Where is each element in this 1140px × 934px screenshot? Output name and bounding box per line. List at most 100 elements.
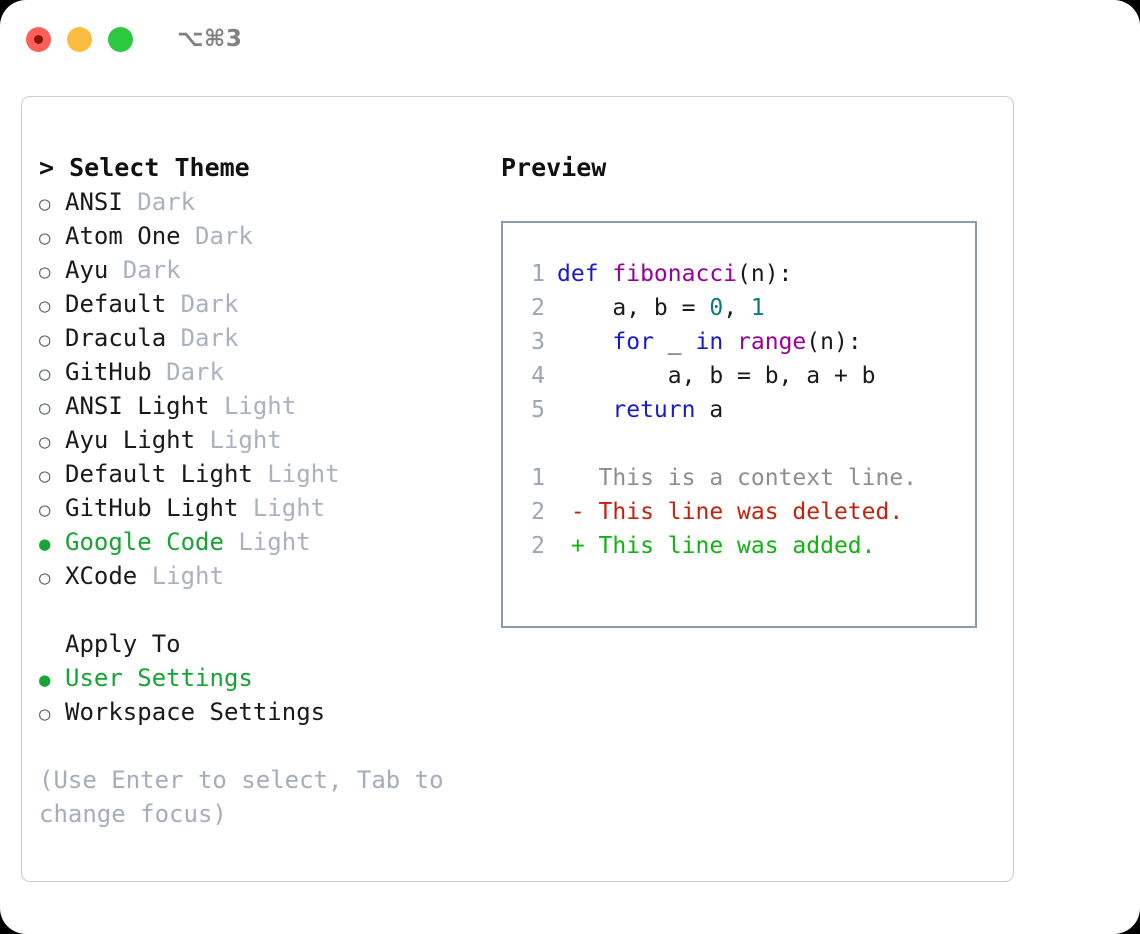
code-line: 1 def fibonacci(n):	[515, 257, 975, 291]
code-token: _	[653, 329, 696, 355]
select-theme-header: > Select Theme	[39, 153, 250, 182]
theme-variant-tag: Dark	[108, 256, 181, 284]
theme-variant-tag: Light	[252, 460, 340, 488]
line-number: 2	[531, 499, 545, 525]
radio-selected-icon: ●	[39, 669, 51, 691]
code-line: 2 a, b = 0, 1	[515, 291, 975, 325]
theme-list-item[interactable]: ● Google Code Light	[39, 525, 479, 559]
diff-text: - This line was deleted.	[557, 499, 904, 525]
theme-name-label: Google Code	[65, 528, 224, 556]
theme-variant-tag: Light	[195, 426, 282, 454]
diff-text: This is a context line.	[557, 465, 918, 491]
theme-variant-tag: Light	[137, 562, 224, 590]
code-token: fibonacci	[612, 261, 738, 287]
code-diff-separator	[515, 427, 975, 461]
diff-line-del: 2 - This line was deleted.	[515, 495, 975, 529]
theme-variant-tag: Dark	[166, 324, 239, 352]
diff-line-add: 2 + This line was added.	[515, 529, 975, 563]
theme-variant-tag: Dark	[180, 222, 253, 250]
code-token: 0	[709, 295, 724, 321]
theme-name-label: XCode	[65, 562, 138, 590]
theme-variant-tag: Dark	[122, 188, 196, 216]
code-token	[557, 329, 612, 355]
line-number: 4	[531, 363, 545, 389]
theme-list-item[interactable]: ○Default Light Light	[39, 457, 479, 491]
code-token	[723, 329, 737, 355]
theme-name-label: ANSI Light	[65, 392, 210, 420]
theme-list[interactable]: ○ANSI Dark○Atom One Dark○Ayu Dark○Defaul…	[39, 185, 479, 593]
line-number: 1	[531, 465, 545, 491]
apply-to-label: Workspace Settings	[65, 698, 326, 726]
radio-unselected-icon: ○	[39, 227, 51, 249]
theme-list-item[interactable]: ○XCode Light	[39, 559, 479, 593]
radio-unselected-icon: ○	[39, 397, 51, 419]
radio-selected-icon: ●	[39, 533, 51, 555]
theme-name-label: Default	[65, 290, 167, 318]
theme-list-item[interactable]: ○ ANSI Dark	[39, 185, 479, 219]
code-token: range	[737, 329, 807, 355]
code-token: (n):	[806, 329, 862, 355]
radio-unselected-icon: ○	[39, 193, 51, 215]
minimize-window-button[interactable]	[67, 26, 92, 52]
theme-variant-tag: Dark	[166, 290, 239, 318]
theme-list-item[interactable]: ○ ANSI Light Light	[39, 389, 479, 423]
radio-unselected-icon: ○	[39, 261, 51, 283]
apply-to-label: User Settings	[65, 664, 253, 692]
theme-list-item[interactable]: ○GitHub Light Light	[39, 491, 479, 525]
theme-list-item[interactable]: ○ GitHub Dark	[39, 355, 479, 389]
code-token	[557, 397, 612, 423]
line-number: 3	[531, 329, 545, 355]
radio-unselected-icon: ○	[39, 431, 51, 453]
apply-to-item[interactable]: ○ Workspace Settings	[39, 695, 479, 729]
line-number: 2	[531, 295, 545, 321]
theme-variant-tag: Light	[223, 528, 311, 556]
title-bar: ⌥⌘3	[0, 0, 1140, 78]
theme-name-label: Dracula	[65, 324, 167, 352]
code-token: a, b = b, a + b	[557, 363, 876, 389]
theme-list-item[interactable]: ○ Ayu Dark	[39, 253, 479, 287]
theme-name-label: GitHub	[65, 358, 152, 386]
theme-list-item[interactable]: ○ Dracula Dark	[39, 321, 479, 355]
theme-name-label: Default Light	[65, 460, 253, 488]
radio-unselected-icon: ○	[39, 295, 51, 317]
code-line: 5 return a	[515, 393, 975, 427]
code-token: def	[557, 261, 613, 287]
preview-title: Preview	[501, 153, 607, 182]
code-line: 4 a, b = b, a + b	[515, 359, 975, 393]
theme-selection-column: > Select Theme ○ANSI Dark○Atom One Dark○…	[39, 151, 479, 831]
radio-unselected-icon: ○	[39, 363, 51, 385]
theme-variant-tag: Dark	[151, 358, 224, 386]
code-token: a	[695, 397, 724, 423]
theme-name-label: Ayu Light	[65, 426, 196, 454]
theme-name-label: Atom One	[65, 222, 181, 250]
code-token: (n):	[737, 261, 793, 287]
list-spacer	[39, 593, 479, 627]
apply-to-list[interactable]: ● User Settings ○ Workspace Settings	[39, 661, 479, 729]
theme-name-label: Ayu	[65, 256, 109, 284]
close-window-button[interactable]	[26, 26, 51, 52]
theme-name-label: GitHub Light	[65, 494, 239, 522]
line-number: 2	[531, 533, 545, 559]
radio-unselected-icon: ○	[39, 703, 51, 725]
line-number: 1	[531, 261, 545, 287]
keyboard-shortcut-label: ⌥⌘3	[177, 26, 243, 52]
diff-line-ctx: 1 This is a context line.	[515, 461, 975, 495]
maximize-window-button[interactable]	[108, 26, 133, 52]
diff-sample: 1 This is a context line.2 - This line w…	[515, 461, 975, 563]
code-line: 3 for _ in range(n):	[515, 325, 975, 359]
keyboard-hint-text: (Use Enter to select, Tab to change focu…	[39, 766, 444, 828]
radio-unselected-icon: ○	[39, 329, 51, 351]
code-token: ,	[723, 295, 751, 321]
apply-to-item[interactable]: ● User Settings	[39, 661, 479, 695]
theme-list-item[interactable]: ○ Ayu Light Light	[39, 423, 479, 457]
theme-name-label: ANSI	[65, 188, 123, 216]
code-token: return	[612, 397, 696, 423]
code-token: a, b =	[557, 295, 710, 321]
radio-unselected-icon: ○	[39, 499, 51, 521]
theme-list-item[interactable]: ○ Default Dark	[39, 287, 479, 321]
theme-list-item[interactable]: ○ Atom One Dark	[39, 219, 479, 253]
theme-variant-tag: Light	[209, 392, 297, 420]
